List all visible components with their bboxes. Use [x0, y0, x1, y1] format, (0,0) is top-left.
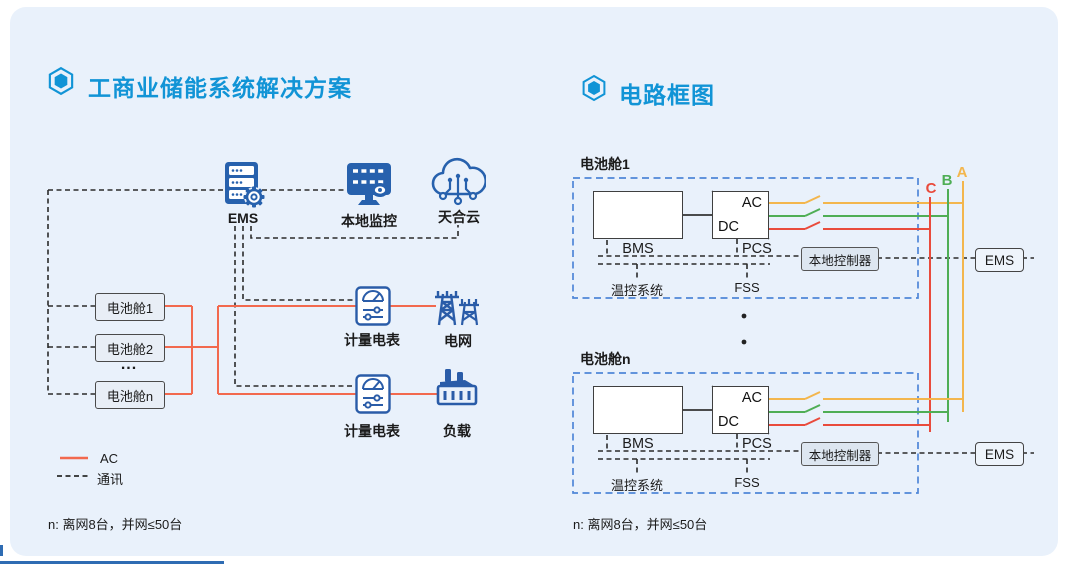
cabinN-acdc-box: AC DC [712, 386, 769, 434]
phase-a-label: A [956, 164, 968, 181]
cabin-box-2-label: 电池舱2 [106, 341, 154, 357]
cabin1-ems-label: EMS [984, 252, 1015, 268]
cabin-box-n-label: 电池舱n [106, 388, 154, 404]
trina-cloud-label: 天合云 [438, 209, 480, 225]
ems-server-icon [225, 162, 265, 208]
cabinN-temp-label: 温控系统 [610, 478, 664, 493]
cabin1-ems-box: EMS [975, 248, 1024, 272]
right-note: n: 离网8台，并网≤50台 [573, 517, 708, 532]
bottom-accent-line [0, 561, 224, 564]
cabinN-ems-label: EMS [984, 446, 1015, 462]
phase-c-label: C [925, 180, 937, 197]
cabin-box-1-label: 电池舱1 [106, 300, 154, 316]
cabin1-ac-label: AC [741, 195, 762, 211]
local-monitor-label: 本地监控 [341, 213, 397, 229]
background-panel [10, 7, 1058, 556]
cabin1-local-controller-box: 本地控制器 [801, 247, 879, 271]
meter-icon-2 [355, 374, 391, 414]
cabin1-title: 电池舱1 [580, 156, 630, 172]
left-accent-sliver [0, 545, 3, 556]
legend-ac-label: AC [100, 451, 119, 466]
cabinN-dashed-border [572, 372, 919, 494]
cabin1-pcs-label: PCS [742, 241, 772, 257]
load-label: 负载 [443, 423, 471, 439]
power-grid-icon [435, 291, 479, 326]
right-hexagon-icon [582, 74, 606, 102]
load-factory-icon [436, 369, 478, 406]
legend-comm-label: 通讯 [97, 472, 124, 487]
ems-label: EMS [227, 210, 259, 226]
cabin1-local-controller-label: 本地控制器 [808, 253, 872, 268]
cabin-ellipsis-dots [741, 313, 747, 345]
cabinN-bms-label: BMS [622, 436, 654, 452]
cabin-box-2: 电池舱2 [95, 334, 165, 362]
cabinN-ac-label: AC [741, 390, 762, 406]
left-note: n: 离网8台，并网≤50台 [48, 517, 183, 532]
meter-icon-1 [355, 286, 391, 326]
left-hexagon-icon [48, 66, 74, 96]
cabin-ellipsis: ... [120, 356, 138, 373]
trina-cloud-icon [431, 157, 486, 206]
cabin1-fss-label: FSS [734, 280, 760, 295]
cabin1-acdc-box: AC DC [712, 191, 769, 239]
cabin1-temp-label: 温控系统 [610, 283, 664, 298]
power-grid-label: 电网 [444, 333, 472, 349]
cabin1-dashed-border [572, 177, 919, 299]
cabinN-ems-box: EMS [975, 442, 1024, 466]
cabinN-pcs-label: PCS [742, 436, 772, 452]
cabin-box-n: 电池舱n [95, 381, 165, 409]
local-monitor-icon [347, 163, 391, 205]
cabin-box-1: 电池舱1 [95, 293, 165, 321]
cabinN-title: 电池舱n [580, 351, 631, 367]
cabinN-dc-label: DC [718, 414, 739, 430]
phase-b-label: B [941, 172, 953, 189]
cabinN-local-controller-label: 本地控制器 [808, 448, 872, 463]
cabinN-fss-label: FSS [734, 475, 760, 490]
cabinN-local-controller-box: 本地控制器 [801, 442, 879, 466]
cabinN-battery-box [593, 386, 683, 434]
meter-1-label: 计量电表 [344, 332, 400, 348]
right-section-title: 电路框图 [619, 82, 715, 108]
cabin1-dc-label: DC [718, 219, 739, 235]
phase-bus-bars [929, 181, 964, 432]
left-section-title: 工商业储能系统解决方案 [88, 75, 352, 101]
left-ac-wires [163, 305, 439, 395]
cabin1-bms-label: BMS [622, 241, 654, 257]
cabin1-battery-box [593, 191, 683, 239]
left-comm-wires [47, 189, 459, 395]
meter-2-label: 计量电表 [344, 423, 400, 439]
